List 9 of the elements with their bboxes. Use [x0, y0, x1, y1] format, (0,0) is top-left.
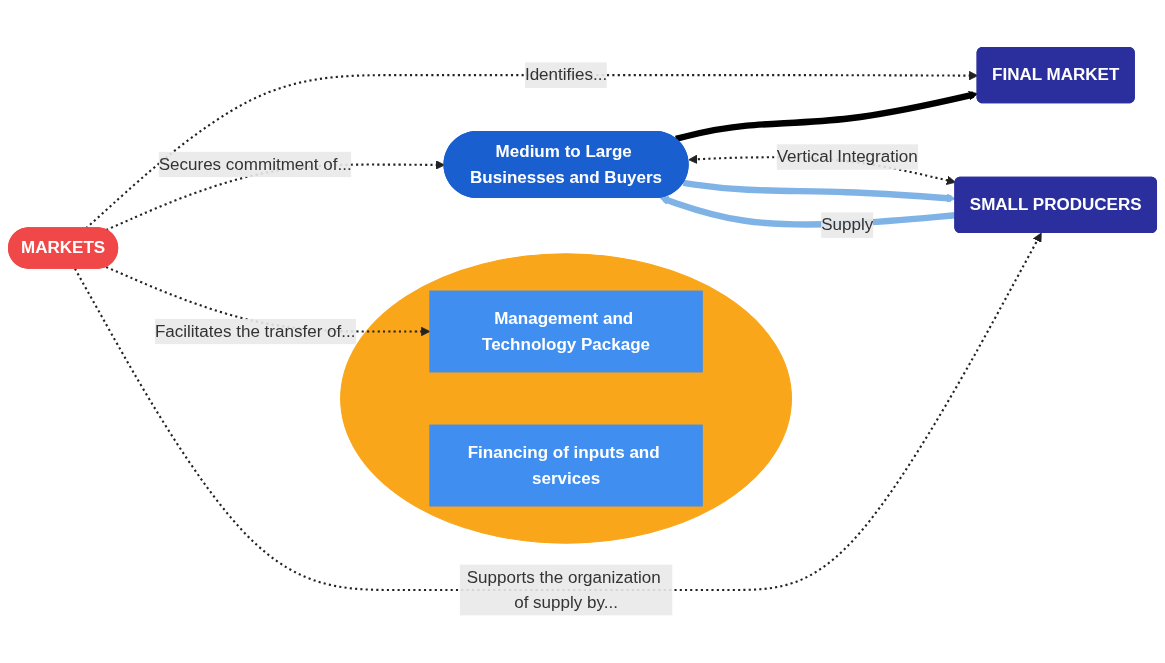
- arrow: [74, 232, 1042, 592]
- edge-label: Identifies...: [524, 65, 608, 84]
- edge-label: Facilitates the transfer of...: [154, 321, 356, 341]
- edge-label: Supports the organization of supply by...: [466, 567, 661, 612]
- edge-label: Secures commitment of...: [158, 154, 352, 173]
- edge-label: Supply: [821, 215, 874, 234]
- node-box: Financing of inputs and services: [429, 424, 703, 507]
- edge-label: Vertical Integration: [776, 147, 918, 166]
- node-box: Management and Technology Package: [429, 290, 703, 373]
